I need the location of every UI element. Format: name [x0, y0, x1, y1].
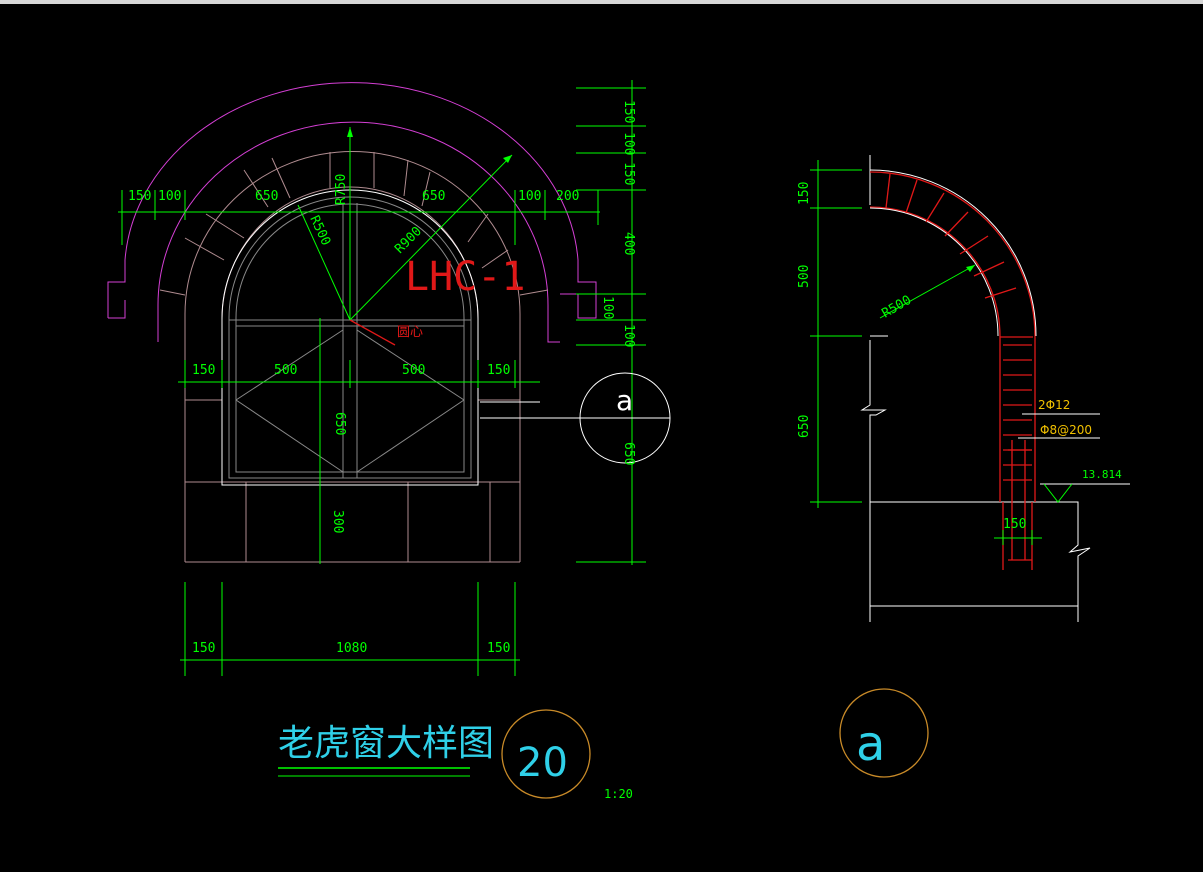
drawing-number-circle — [501, 709, 591, 799]
center-point-label: 圆心 — [397, 325, 423, 340]
section-dim-150: 150 — [797, 182, 812, 205]
radius-label-r750: R750 — [334, 174, 349, 205]
dim-inner-300: 300 — [330, 510, 345, 533]
dim-top-650-left: 650 — [255, 189, 278, 204]
casement-lines — [235, 329, 465, 473]
dim-bottom-150-left: 150 — [192, 641, 215, 656]
rebar-main-label: 2Φ12 — [1038, 398, 1070, 412]
radius-label-r500: R500 — [306, 213, 333, 248]
dim-right-100: 100 — [621, 132, 636, 155]
section-radius-r500: R500 — [880, 293, 915, 322]
title-block: 老虎窗大样图 20 1:20 — [278, 709, 633, 801]
dim-top-100: 100 — [158, 189, 181, 204]
elevation-view: 150 100 650 650 100 200 R750 R500 R900 L… — [107, 80, 671, 676]
drawing-scale: 1:20 — [604, 787, 633, 801]
dim-top-100-right: 100 — [518, 189, 541, 204]
window-tag-lhc1: LHC-1 — [405, 254, 525, 300]
rebar-stirrup-label: Φ8@200 — [1040, 423, 1092, 437]
arch-band-divisions — [885, 173, 1033, 338]
dim-right-650: 650 — [621, 442, 636, 465]
section-marker-circle — [839, 688, 929, 778]
radius-label-r900: R900 — [392, 224, 425, 257]
dim-right-400: 400 — [621, 232, 636, 255]
dim-top-150: 150 — [128, 189, 151, 204]
dim-right-100b: 100 — [600, 296, 615, 319]
dim-top-650-right: 650 — [422, 189, 445, 204]
dim-right-150: 150 — [621, 100, 636, 123]
elevation-mark-label: 13.814 — [1082, 468, 1122, 481]
section-dim-width-150: 150 — [1003, 517, 1026, 532]
outer-arch-outline — [107, 82, 597, 319]
top-toolbar-strip — [0, 0, 1203, 4]
dim-bottom-150-right: 150 — [487, 641, 510, 656]
section-callout-circle — [579, 372, 671, 464]
dim-mid-500-left: 500 — [274, 363, 297, 378]
lower-masonry-wall — [184, 342, 521, 563]
dim-bottom-1080: 1080 — [336, 641, 367, 656]
dim-mid-150-right: 150 — [487, 363, 510, 378]
section-dim-650: 650 — [797, 415, 812, 438]
drawing-number: 20 — [517, 740, 568, 786]
dim-right-100c: 100 — [621, 324, 636, 347]
masonry-arch-outer — [184, 151, 521, 342]
dim-mid-150-left: 150 — [192, 363, 215, 378]
callout-letter-a: a — [616, 384, 633, 417]
dim-top-200: 200 — [556, 189, 579, 204]
section-view: 150 500 650 R500 2Φ12 Φ8@200 13.814 150 … — [797, 155, 1130, 778]
section-dim-500: 500 — [797, 265, 812, 288]
dim-mid-500-right: 500 — [402, 363, 425, 378]
second-arch-outline — [157, 121, 560, 343]
window-outer-frame — [221, 189, 479, 486]
dim-right-150b: 150 — [621, 162, 636, 185]
stirrup-lines — [1003, 344, 1032, 561]
drawing-title: 老虎窗大样图 — [278, 723, 494, 764]
concrete-arch-band — [869, 171, 1036, 502]
dim-inner-650: 650 — [332, 412, 347, 435]
voussoir-lines — [159, 152, 549, 296]
window-inner-frame — [228, 196, 472, 479]
section-marker-letter: a — [856, 716, 885, 772]
